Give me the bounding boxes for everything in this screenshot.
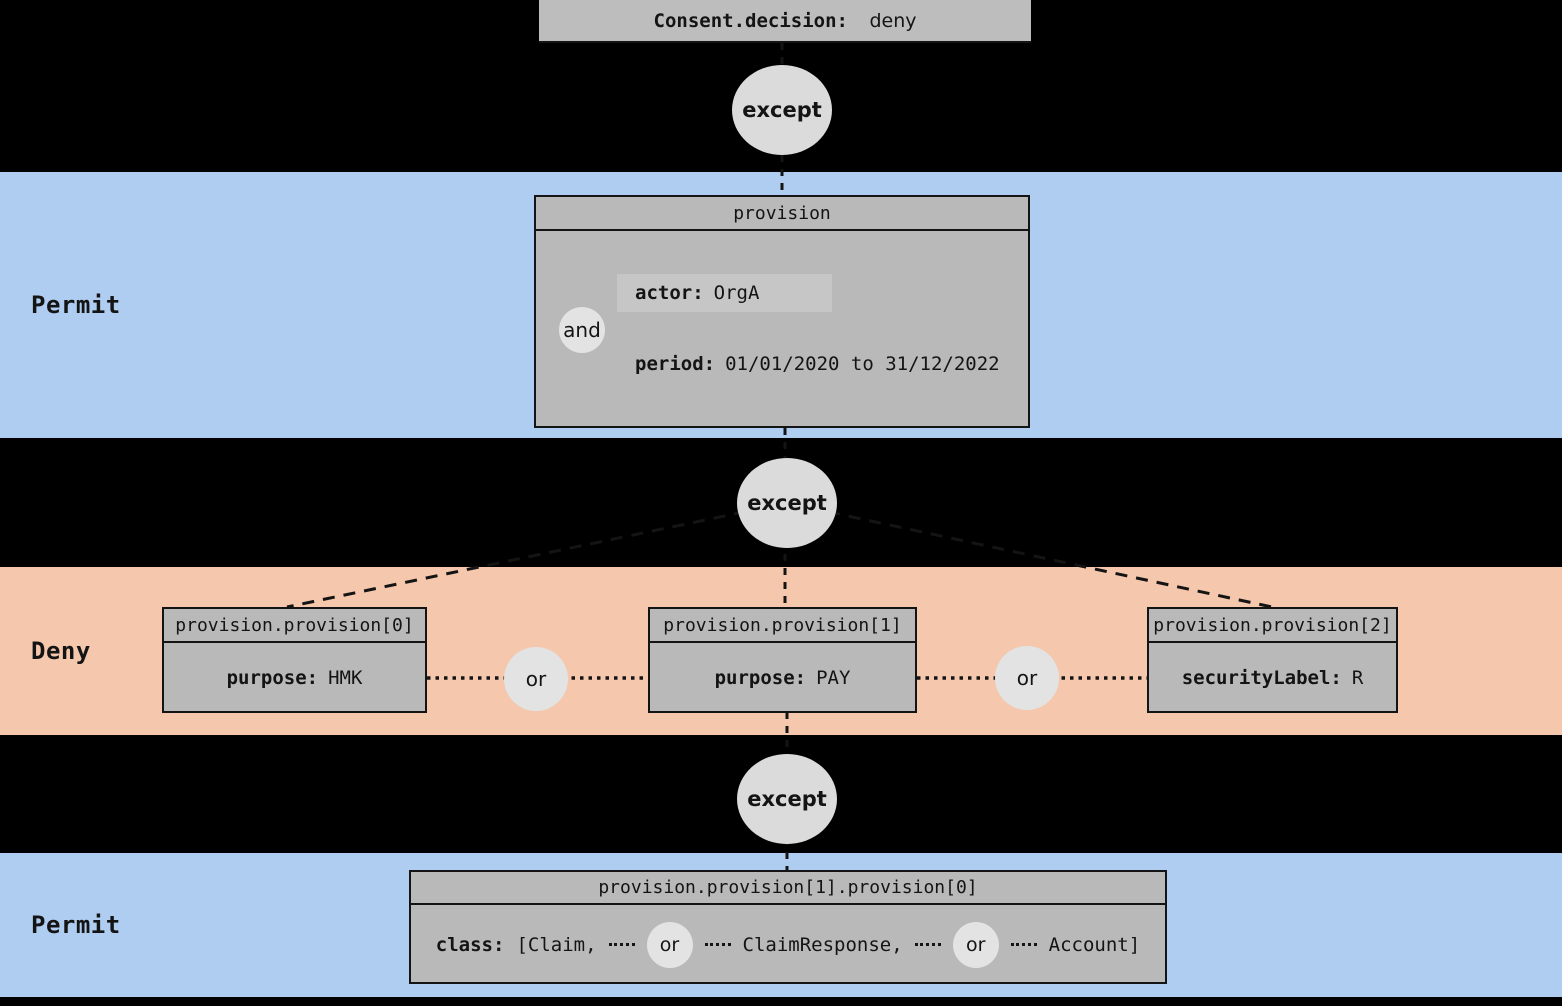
deny-node-0-body: purpose: HMK	[164, 643, 425, 713]
deny-node-0: provision.provision[0] purpose: HMK	[162, 607, 427, 713]
or-label-2: or	[1016, 666, 1038, 690]
deny-node-2-value: R	[1351, 667, 1364, 689]
permit-band-bottom-label: Permit	[31, 911, 121, 939]
except-connector-2: except	[737, 458, 837, 548]
or-dotted-segment	[704, 943, 731, 946]
or-connector-1: or	[504, 647, 568, 711]
deny-node-2-title: provision.provision[2]	[1149, 609, 1396, 643]
or-connector-3: or	[646, 921, 693, 968]
or-dotted-segment	[914, 943, 941, 946]
provision-node: provision actor: OrgA period: 01/01/2020…	[534, 195, 1030, 428]
bottom-provision-title: provision.provision[1].provision[0]	[411, 872, 1165, 905]
class-item-0: [Claim,	[516, 933, 597, 956]
or-label-4: or	[965, 933, 986, 956]
except-connector-3: except	[737, 754, 837, 844]
period-value: 01/01/2020 to 31/12/2022	[725, 353, 1000, 375]
period-row: period: 01/01/2020 to 31/12/2022	[635, 345, 1000, 383]
bottom-provision-body: class: [Claim, or ClaimResponse, or Acco…	[411, 905, 1165, 984]
class-item-2: Account]	[1048, 933, 1141, 956]
or-dotted-segment	[608, 943, 635, 946]
consent-decision-key: Consent.decision:	[653, 9, 848, 32]
deny-node-2-key: securityLabel:	[1181, 667, 1342, 689]
edge-except-to-deny2	[786, 501, 1273, 609]
and-connector: and	[559, 307, 605, 353]
actor-highlight	[617, 274, 832, 312]
or-label-1: or	[525, 667, 547, 691]
except-label-3: except	[747, 787, 827, 811]
and-label: and	[563, 318, 601, 342]
deny-band-label: Deny	[31, 637, 91, 665]
deny-node-0-title: provision.provision[0]	[164, 609, 425, 643]
permit-band-top-label: Permit	[31, 291, 121, 319]
except-label-1: except	[742, 98, 822, 122]
except-label-2: except	[747, 491, 827, 515]
period-key: period:	[635, 353, 716, 375]
consent-decision-text: Consent.decision: deny	[654, 10, 917, 32]
deny-node-1-title: provision.provision[1]	[650, 609, 915, 643]
class-key: class:	[435, 933, 505, 956]
actor-key: actor:	[635, 282, 704, 304]
deny-node-1: provision.provision[1] purpose: PAY	[648, 607, 917, 713]
edge-except-to-deny0	[286, 501, 788, 609]
bottom-provision-node: provision.provision[1].provision[0] clas…	[409, 870, 1167, 984]
deny-node-1-value: PAY	[816, 667, 851, 689]
consent-decision-node: Consent.decision: deny	[539, 0, 1031, 43]
except-connector-1: except	[732, 65, 832, 155]
provision-node-title: provision	[536, 197, 1028, 231]
deny-node-2: provision.provision[2] securityLabel: R	[1147, 607, 1398, 713]
actor-value: OrgA	[713, 282, 760, 304]
or-label-3: or	[659, 933, 680, 956]
deny-node-0-key: purpose:	[226, 667, 319, 689]
or-connector-4: or	[952, 921, 999, 968]
or-dotted-segment	[1010, 943, 1037, 946]
deny-node-0-value: HMK	[328, 667, 363, 689]
deny-node-2-body: securityLabel: R	[1149, 643, 1396, 713]
class-item-1: ClaimResponse,	[742, 933, 903, 956]
or-connector-2: or	[995, 646, 1059, 710]
deny-node-1-key: purpose:	[714, 667, 807, 689]
deny-node-1-body: purpose: PAY	[650, 643, 915, 713]
consent-decision-value: deny	[869, 9, 917, 32]
actor-row: actor: OrgA	[635, 274, 759, 312]
